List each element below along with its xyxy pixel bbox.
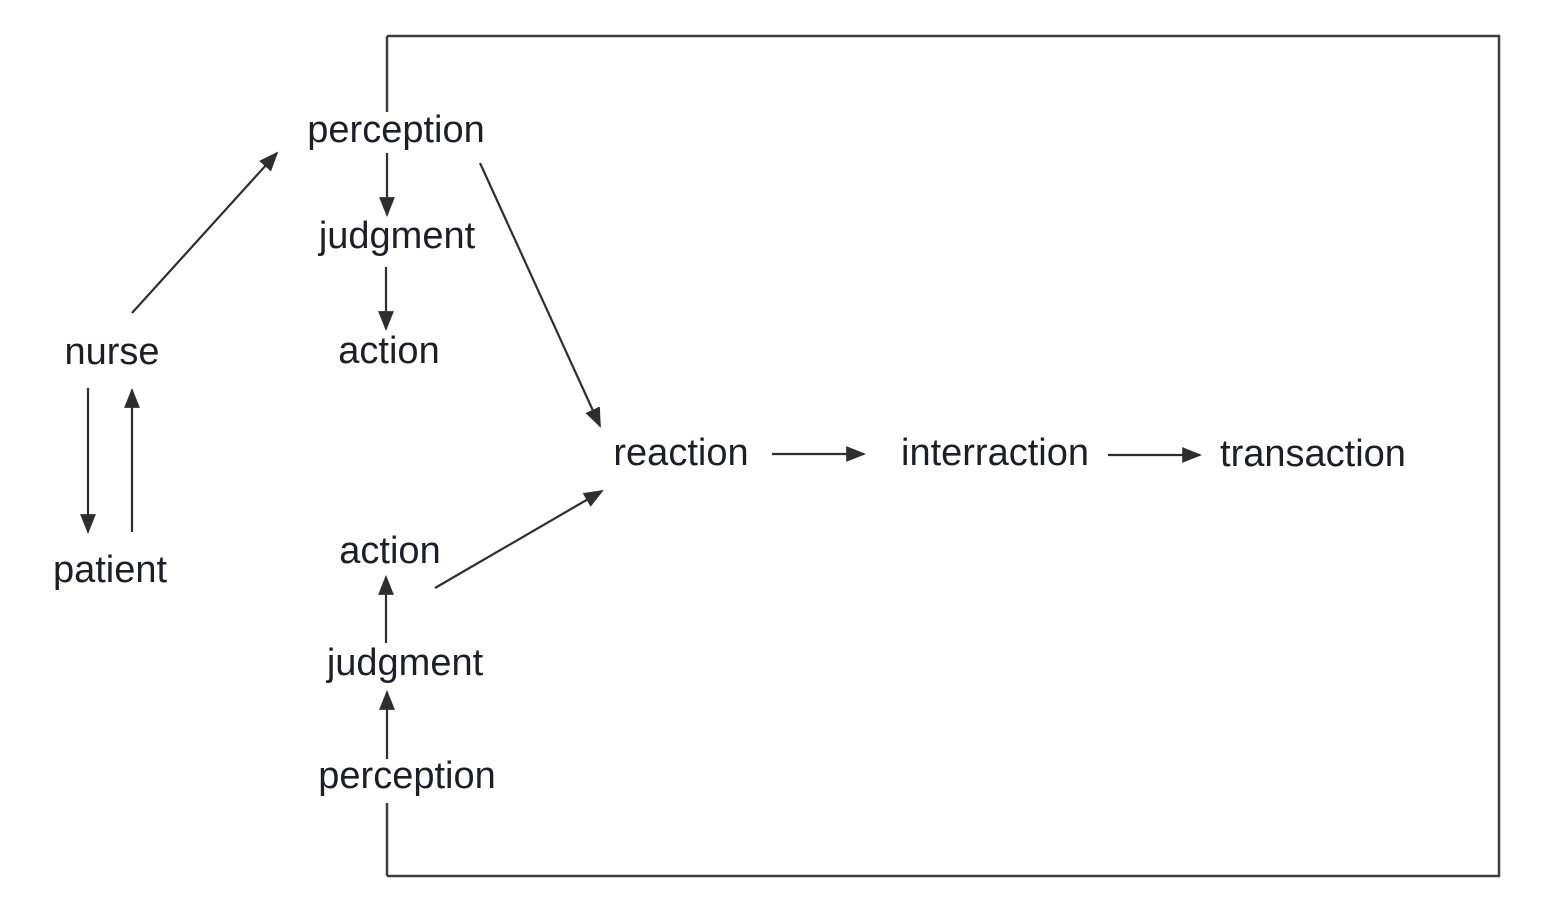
arrow-nurse-to-perception-top — [131, 151, 279, 314]
node-interraction: interraction — [901, 432, 1089, 475]
node-reaction: reaction — [613, 432, 749, 475]
node-perception-patient: perception — [318, 755, 496, 798]
node-perception-nurse: perception — [307, 109, 485, 152]
boundary-box-top-right-bottom — [387, 34, 1501, 878]
arrow-action-bottom-to-reaction — [434, 490, 604, 589]
node-judgment-patient: judgment — [326, 642, 484, 685]
node-judgment-nurse: judgment — [318, 215, 476, 258]
node-nurse: nurse — [64, 331, 160, 374]
node-transaction: transaction — [1220, 433, 1406, 476]
node-action-patient: action — [339, 530, 441, 573]
node-action-nurse: action — [338, 330, 440, 373]
node-patient: patient — [52, 549, 168, 592]
arrow-perception-top-to-reaction — [478, 162, 602, 428]
